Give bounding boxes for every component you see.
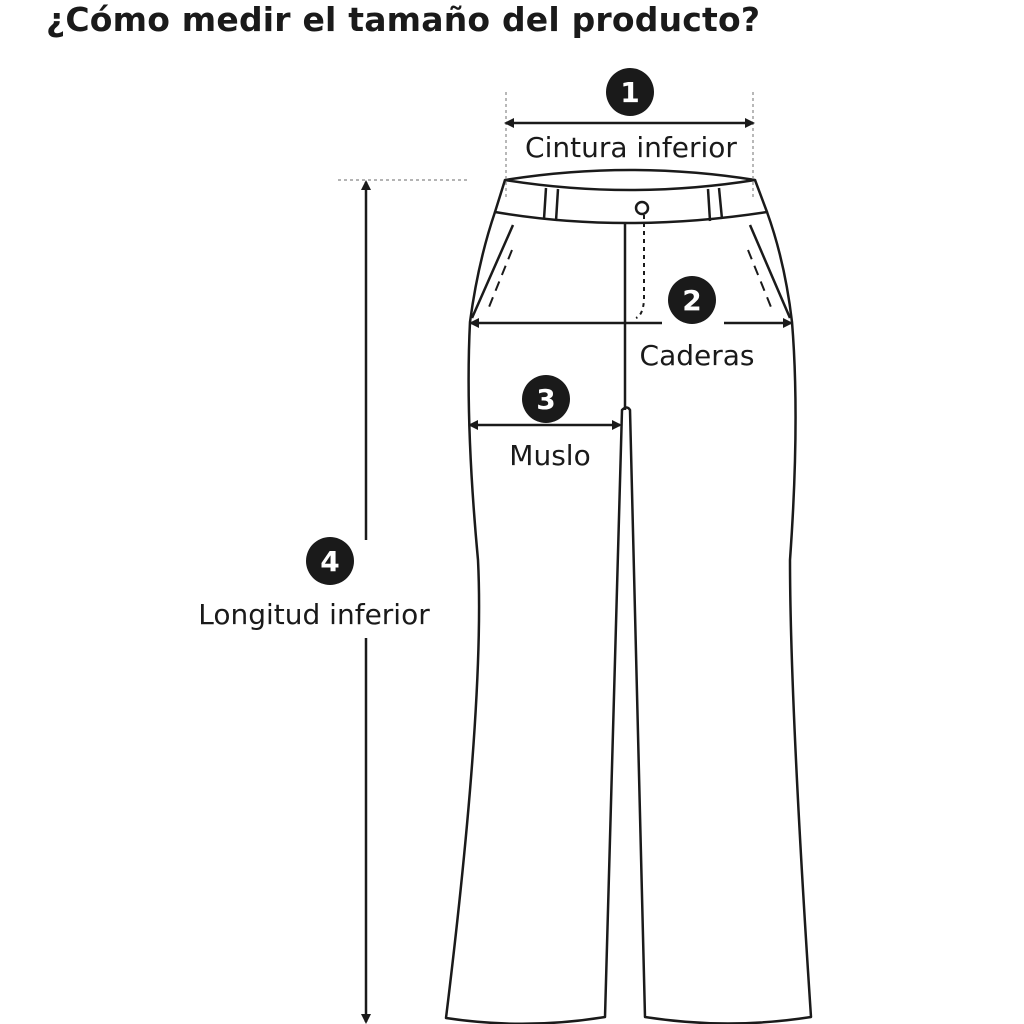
hips-label: Caderas [640, 339, 755, 372]
number-badge-2 [668, 276, 716, 324]
measurement-3-thigh: 3 Muslo [468, 375, 622, 472]
number-badge-3 [522, 375, 570, 423]
length-label: Longitud inferior [198, 598, 430, 631]
number-badge-1 [606, 68, 654, 116]
measurement-1-waist: 1 Cintura inferior [504, 68, 755, 164]
badge-number: 3 [536, 383, 555, 416]
thigh-label: Muslo [509, 439, 590, 472]
badge-number: 1 [620, 76, 639, 109]
page-title: ¿Cómo medir el tamaño del producto? [46, 0, 761, 39]
waist-label: Cintura inferior [525, 131, 737, 164]
pants-outline [444, 168, 813, 1024]
badge-number: 4 [320, 545, 339, 578]
badge-number: 2 [682, 284, 701, 317]
measurement-4-length: 4 Longitud inferior [198, 180, 430, 1024]
number-badge-4 [306, 537, 354, 585]
measurement-2-hips: 2 Caderas [469, 276, 793, 372]
guide-lines [338, 92, 754, 200]
